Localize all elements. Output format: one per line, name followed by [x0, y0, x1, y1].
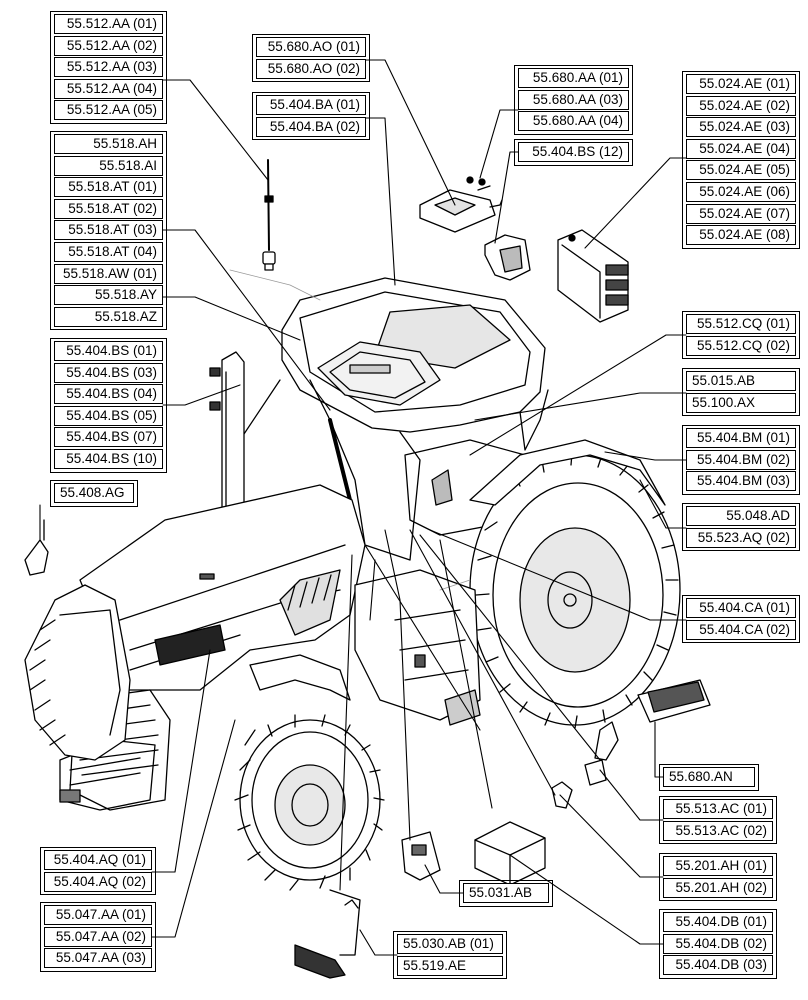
part-callout[interactable]: 55.404.BM (03): [686, 471, 796, 492]
part-callout[interactable]: 55.404.DB (02): [663, 933, 773, 954]
part-callout[interactable]: 55.408.AG: [54, 483, 134, 503]
part-callout[interactable]: 55.100.AX: [686, 392, 796, 413]
part-callout[interactable]: 55.404.BM (02): [686, 449, 796, 470]
part-callout[interactable]: 55.201.AH (01): [663, 856, 773, 876]
part-callout[interactable]: 55.047.AA (02): [44, 926, 152, 947]
front-left-tire: [24, 584, 131, 761]
rear-fender: [469, 439, 666, 506]
part-callout[interactable]: 55.518.AT (02): [54, 198, 163, 219]
part-callout[interactable]: 55.680.AO (02): [256, 58, 366, 79]
part-callout[interactable]: 55.404.DB (03): [663, 955, 773, 976]
part-callout[interactable]: 55.680.AA (03): [518, 89, 629, 110]
cab-roof: [281, 277, 546, 433]
monitor-unit: [637, 679, 711, 723]
part-callout[interactable]: 55.518.AY: [54, 285, 163, 306]
part-callout[interactable]: 55.404.BS (07): [54, 427, 163, 448]
part-callout[interactable]: 55.404.BS (05): [54, 405, 163, 426]
part-callout[interactable]: 55.404.BS (01): [54, 341, 163, 361]
part-callout[interactable]: 55.024.AE (04): [686, 138, 796, 159]
part-callout[interactable]: 55.030.AB (01): [397, 934, 503, 954]
pedal-assembly: [294, 889, 361, 979]
part-callout[interactable]: 55.512.AA (03): [54, 57, 163, 78]
part-callout[interactable]: 55.024.AE (03): [686, 117, 796, 138]
part-callout[interactable]: 55.518.AW (01): [54, 263, 163, 284]
part-callout[interactable]: 55.404.BS (03): [54, 362, 163, 383]
part-callout[interactable]: 55.024.AE (01): [686, 74, 796, 94]
part-callout[interactable]: 55.519.AE: [397, 955, 503, 976]
part-callout[interactable]: 55.404.AQ (02): [44, 871, 152, 892]
part-callout[interactable]: 55.201.AH (02): [663, 877, 773, 898]
part-callout[interactable]: 55.512.AA (05): [54, 100, 163, 121]
part-callout[interactable]: 55.680.AA (01): [518, 68, 629, 88]
part-callout[interactable]: 55.024.AE (08): [686, 225, 796, 246]
ecu-module: [557, 229, 629, 323]
part-callout[interactable]: 55.404.BS (04): [54, 384, 163, 405]
part-callout[interactable]: 55.024.AE (05): [686, 160, 796, 181]
part-callout[interactable]: 55.513.AC (02): [663, 820, 773, 841]
part-callout[interactable]: 55.048.AD: [686, 506, 796, 526]
rear-tire: [469, 452, 681, 729]
part-callout[interactable]: 55.404.BA (02): [256, 116, 366, 137]
part-callout[interactable]: 55.680.AO (01): [256, 37, 366, 57]
part-callout[interactable]: 55.680.AA (04): [518, 111, 629, 132]
gps-receiver: [419, 189, 503, 233]
part-callout[interactable]: 55.015.AB: [686, 371, 796, 391]
part-callout[interactable]: 55.047.AA (01): [44, 905, 152, 925]
cab-body: [234, 379, 549, 561]
part-callout[interactable]: 55.518.AT (04): [54, 242, 163, 262]
part-callout[interactable]: 55.404.AQ (01): [44, 850, 152, 870]
part-callout[interactable]: 55.512.AA (04): [54, 78, 163, 99]
part-callout[interactable]: 55.523.AQ (02): [686, 527, 796, 548]
part-callout[interactable]: 55.024.AE (06): [686, 182, 796, 202]
part-callout[interactable]: 55.024.AE (02): [686, 95, 796, 116]
part-callout[interactable]: 55.512.AA (01): [54, 14, 163, 34]
part-callout[interactable]: 55.404.BA (01): [256, 95, 366, 115]
display-bracket: [484, 234, 531, 281]
part-callout[interactable]: 55.518.AI: [54, 155, 163, 176]
part-callout[interactable]: 55.518.AZ: [54, 306, 163, 327]
antenna: [262, 159, 276, 271]
part-callout[interactable]: 55.404.DB (01): [663, 912, 773, 932]
part-callout[interactable]: 55.518.AT (03): [54, 220, 163, 241]
part-callout[interactable]: 55.512.AA (02): [54, 35, 163, 56]
part-callout[interactable]: 55.404.CA (02): [686, 619, 796, 640]
scene-guides: [229, 269, 471, 591]
part-callout[interactable]: 55.404.BM (01): [686, 428, 796, 448]
joystick: [584, 721, 619, 786]
part-callout[interactable]: 55.512.CQ (02): [686, 335, 796, 356]
front-fender: [249, 654, 351, 701]
leader-lines: [39, 59, 687, 956]
part-callout[interactable]: 55.404.CA (01): [686, 598, 796, 618]
gps-connectors: [466, 176, 491, 191]
horn: [24, 519, 49, 576]
cab-steps: [354, 569, 481, 726]
part-callout[interactable]: 55.518.AH: [54, 134, 163, 154]
part-callout[interactable]: 55.680.AN: [663, 767, 755, 787]
switch-assembly: [401, 831, 441, 881]
part-callout[interactable]: 55.031.AB: [463, 883, 549, 903]
part-callout[interactable]: 55.518.AT (01): [54, 177, 163, 198]
part-callout[interactable]: 55.024.AE (07): [686, 203, 796, 224]
part-callout[interactable]: 55.512.CQ (01): [686, 314, 796, 334]
controller-box: [474, 821, 546, 886]
part-callout[interactable]: 55.404.BS (10): [54, 449, 163, 469]
part-callout[interactable]: 55.404.BS (12): [518, 142, 629, 162]
part-callout[interactable]: 55.047.AA (03): [44, 948, 152, 969]
part-callout[interactable]: 55.513.AC (01): [663, 799, 773, 819]
